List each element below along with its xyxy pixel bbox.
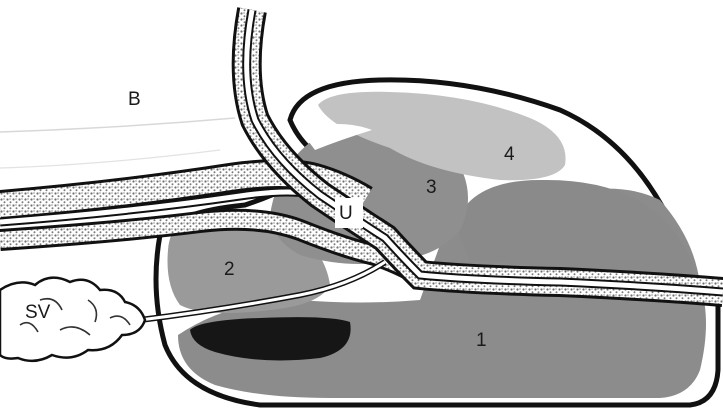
zone-2-label: 2: [224, 259, 235, 280]
bladder-faint-line: [0, 118, 235, 132]
zone-3-label: 3: [426, 177, 437, 198]
zone-1-label: 1: [476, 330, 487, 351]
seminal-vesicle-label: SV: [25, 302, 51, 323]
seminal-vesicle: [0, 278, 145, 361]
bladder-faint-line: [0, 150, 220, 168]
bladder-label: B: [128, 89, 141, 110]
urethra-label: U: [339, 203, 353, 224]
zone-4-label: 4: [504, 144, 515, 165]
